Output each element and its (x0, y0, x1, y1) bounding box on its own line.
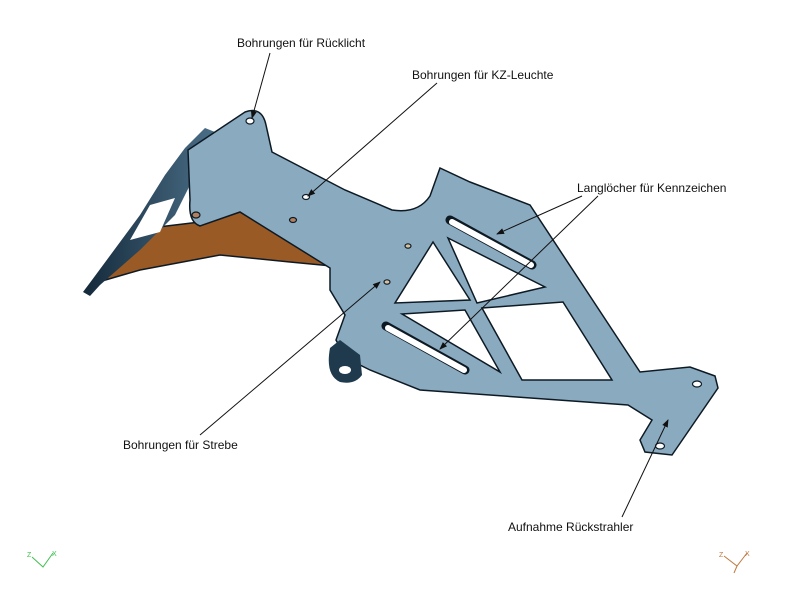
cutout (393, 240, 472, 304)
tab-hole (339, 366, 351, 374)
flange-slot (130, 198, 175, 240)
label-bohrungen-kz-leuchte: Bohrungen für KZ-Leuchte (412, 68, 554, 82)
leader-rueckstrahler (621, 419, 669, 518)
mounting-tab (328, 340, 362, 383)
triad-left-x: X (52, 551, 57, 558)
leader-langloch-lower (439, 195, 599, 350)
slot-lower-inner (385, 325, 467, 373)
leader-kz-leuchte (307, 82, 438, 197)
cutout (399, 309, 503, 375)
leader-strebe (199, 281, 381, 436)
leader-ruecklicht (250, 52, 271, 119)
axis-triad-left (31, 552, 54, 568)
label-bohrungen-ruecklicht: Bohrungen für Rücklicht (237, 36, 366, 50)
holes (191, 117, 703, 450)
cutout (480, 301, 614, 381)
label-bohrungen-strebe: Bohrungen für Strebe (123, 438, 238, 452)
leader-langloch-upper (496, 195, 583, 235)
label-aufnahme-rueckstrahler: Aufnahme Rückstrahler (508, 520, 634, 534)
triad-right-z: Z (719, 552, 724, 559)
triad-right-x: X (745, 551, 750, 558)
slot-upper-inner (449, 219, 534, 268)
label-langloecher-kennzeichen: Langlöcher für Kennzeichen (577, 181, 727, 195)
axis-triad-right (723, 552, 748, 574)
cutout (446, 236, 548, 304)
triad-left-z: Z (27, 552, 32, 559)
